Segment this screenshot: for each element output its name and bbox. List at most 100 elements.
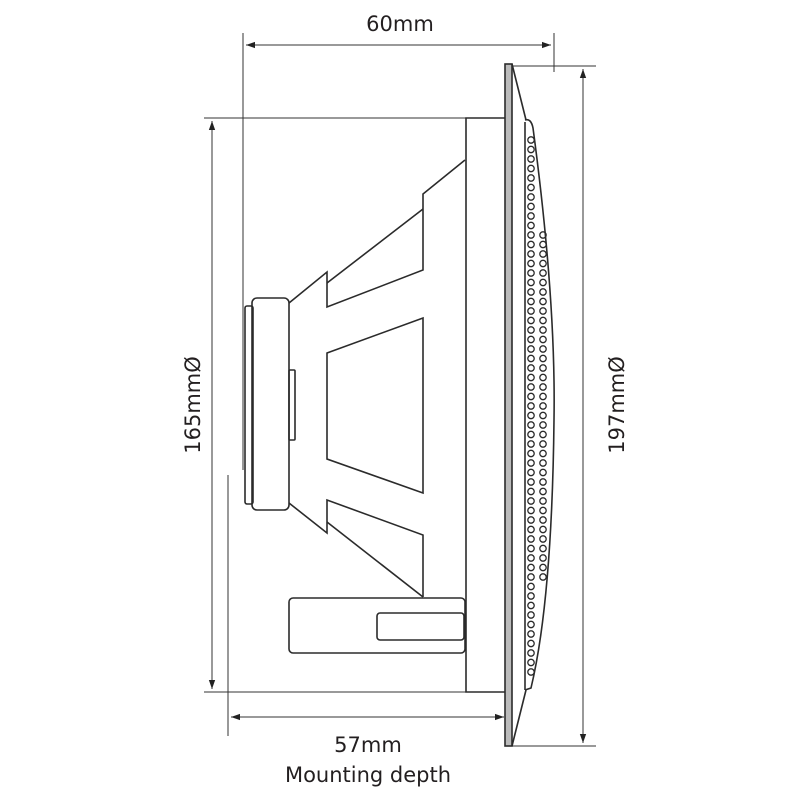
grille-hole	[527, 592, 535, 600]
grille-hole	[527, 620, 535, 629]
grille-hole	[527, 402, 535, 410]
grille-hole	[539, 468, 547, 477]
grille-hole	[527, 231, 535, 239]
grille-hole	[527, 487, 535, 496]
grille-hole	[539, 421, 547, 429]
grille-hole	[539, 430, 547, 439]
grille-hole	[539, 563, 547, 572]
grille-hole	[539, 440, 547, 448]
grille-hole	[539, 525, 547, 534]
grille-hole	[527, 421, 535, 429]
grille-hole	[527, 630, 535, 638]
grille-hole	[527, 478, 535, 486]
mounting-depth-label: 57mm	[334, 733, 402, 757]
grille-hole	[539, 316, 547, 325]
grille-hole	[527, 345, 535, 353]
grille-hole	[527, 573, 535, 581]
grille-hole	[527, 411, 535, 420]
mounting-depth-caption: Mounting depth	[285, 763, 451, 787]
grille-hole	[527, 288, 535, 296]
extension-lines	[204, 33, 596, 747]
grille-hole	[539, 459, 547, 467]
grille-hole	[527, 307, 535, 315]
grille-hole	[539, 402, 547, 410]
grille-hole	[527, 297, 535, 306]
grille-hole	[527, 468, 535, 477]
grille-hole	[527, 164, 535, 173]
grille-hole	[527, 668, 535, 676]
grille-hole	[527, 506, 535, 515]
grille-hole	[527, 601, 535, 610]
grille-hole	[527, 145, 535, 154]
grille-hole	[527, 649, 535, 657]
grille	[524, 118, 555, 691]
outer-diameter-label: 197mmØ	[605, 356, 629, 454]
grille-hole	[539, 307, 547, 315]
speaker-body	[244, 63, 555, 747]
cutout-diameter-label: 165mmØ	[181, 356, 205, 454]
grille-hole	[527, 326, 535, 334]
grille-hole	[527, 136, 535, 144]
grille-hole	[527, 658, 535, 667]
grille-hole	[527, 497, 535, 505]
grille-hole	[539, 364, 547, 372]
grille-hole	[527, 250, 535, 258]
grille-hole	[539, 240, 547, 249]
grille-hole	[527, 554, 535, 562]
terminal-block	[288, 597, 466, 654]
grille-hole	[527, 364, 535, 372]
grille-hole	[539, 373, 547, 382]
grille-hole	[539, 478, 547, 486]
grille-hole	[539, 487, 547, 496]
grille-hole	[527, 193, 535, 201]
magnet	[244, 297, 296, 511]
grille-hole	[539, 535, 547, 543]
grille-hole	[527, 174, 535, 182]
grille-hole	[527, 516, 535, 524]
grille-hole	[527, 354, 535, 363]
grille-hole	[539, 383, 547, 391]
grille-hole	[539, 288, 547, 296]
grille-hole	[539, 497, 547, 505]
grille-hole	[527, 563, 535, 572]
grille-hole	[527, 544, 535, 553]
grille-hole	[539, 449, 547, 458]
grille-hole	[539, 392, 547, 401]
grille-hole	[539, 250, 547, 258]
grille-hole	[527, 212, 535, 220]
grille-hole	[539, 354, 547, 363]
grille-hole	[527, 392, 535, 401]
grille-hole	[539, 544, 547, 553]
grille-holes	[527, 136, 547, 676]
grille-hole	[527, 383, 535, 391]
grille-hole	[527, 155, 535, 163]
grille-hole	[527, 440, 535, 448]
grille-hole	[539, 411, 547, 420]
grille-hole	[539, 326, 547, 334]
grille-hole	[539, 554, 547, 562]
grille-hole	[527, 202, 535, 211]
grille-hole	[527, 639, 535, 648]
grille-hole	[527, 582, 535, 591]
grille-hole	[527, 525, 535, 534]
grille-hole	[539, 259, 547, 268]
grille-hole	[527, 611, 535, 619]
grille-hole	[527, 269, 535, 277]
mounting-flange	[504, 63, 527, 747]
grille-hole	[527, 373, 535, 382]
grille-hole	[527, 316, 535, 325]
grille-hole	[539, 335, 547, 344]
grille-hole	[539, 297, 547, 306]
overall-depth-label: 60mm	[366, 12, 434, 36]
grille-hole	[539, 231, 547, 239]
grille-hole	[539, 573, 547, 581]
grille-hole	[527, 183, 535, 192]
grille-hole	[527, 535, 535, 543]
basket-frame	[288, 117, 505, 693]
grille-hole	[539, 506, 547, 515]
grille-hole	[527, 430, 535, 439]
grille-hole	[527, 221, 535, 230]
grille-hole	[527, 335, 535, 344]
grille-hole	[539, 345, 547, 353]
grille-hole	[527, 449, 535, 458]
